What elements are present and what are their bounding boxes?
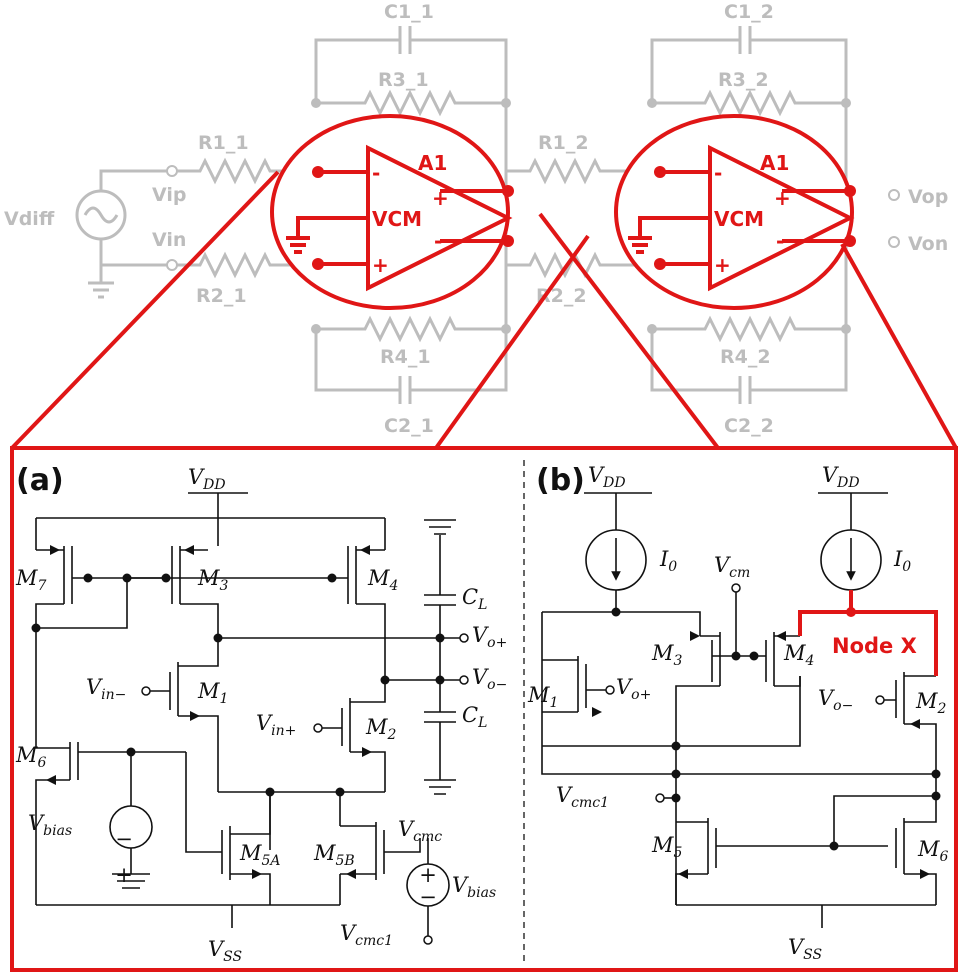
i0-left-label: I0 [659,547,677,575]
m1-label: M1 [197,679,228,707]
vin-plus-label: Vin+ [256,711,296,739]
vo-minus-label: Vo− [472,665,507,693]
a1-left-in-minus: - [372,161,380,185]
a1-left-name: A1 [418,151,447,175]
b-vcmc1-label: Vcmc1 [556,783,609,811]
vin-minus-label: Vin− [86,675,126,703]
panel-a-tag: (a) [16,463,64,498]
vbias-left-plus: + [115,863,133,887]
a1-right-out-minus: - [776,229,784,253]
m4-label: M4 [367,566,398,594]
r4-1-label: R4_1 [380,346,431,368]
cl-top-label: CL [462,585,487,613]
vdiff-label: Vdiff [4,208,55,230]
vcmc-label: Vcmc [398,817,442,845]
vbias-left-minus: − [115,827,133,851]
a1-right-name: A1 [760,151,789,175]
b-m1-label: M1 [527,683,558,711]
vip-label: Vip [152,184,186,206]
b-m3-label: M3 [651,641,683,669]
a-vdd-label: VDD [188,465,226,493]
panel-b-tag: (b) [536,463,585,498]
vbias-left-label: Vbias [28,811,72,839]
b-vss-label: VSS [788,935,822,963]
amplifier-a1-left: A1 VCM - + + - [270,114,514,310]
vcm-label: Vcm [714,553,750,581]
r1-2-label: R1_2 [538,132,589,154]
b-m5-label: M5 [651,833,683,861]
zoom-lines [10,170,958,450]
a-vss-label: VSS [208,937,242,965]
cl-bottom-label: CL [462,703,487,731]
node-x-label: Node X [832,634,917,658]
b-vdd-left-label: VDD [588,463,626,491]
r1-1-label: R1_1 [198,132,249,154]
b-m2-label: M2 [915,689,947,717]
a1-right-vcm: VCM [714,207,764,231]
c1-1-label: C1_1 [384,1,434,23]
m5a-label: M5A [239,841,281,869]
vin-label: Vin [152,229,186,251]
c2-2-label: C2_2 [724,415,774,437]
m6-label: M6 [15,743,47,771]
panel-b: (b) [527,463,949,963]
r2-1-label: R2_1 [196,285,247,307]
amplifier-a1-right: A1 VCM - + + - [614,114,856,310]
a1-right-out-plus: + [774,186,791,210]
vbias-right-plus: + [419,863,437,887]
vo-plus-label: Vo+ [472,623,507,651]
m2-label: M2 [365,715,397,743]
r4-2-label: R4_2 [720,346,771,368]
vop-label: Vop [908,186,948,208]
c1-2-label: C1_2 [724,1,774,23]
b-vo-minus-label: Vo− [818,686,853,714]
a1-right-in-minus: - [714,161,722,185]
panel-a: (a) [15,463,507,965]
vbias-right-label: Vbias [452,873,496,901]
a1-left-out-minus: - [434,229,442,253]
vbias-right-minus: − [419,885,437,909]
m5b-label: M5B [313,841,355,869]
m7-label: M7 [15,566,47,594]
b-vdd-right-label: VDD [822,463,860,491]
i0-right-label: I0 [893,547,911,575]
r3-2-label: R3_2 [718,69,769,91]
a1-right-in-plus: + [714,253,731,277]
m3-label: M3 [197,566,229,594]
a1-left-in-plus: + [372,253,389,277]
b-m4-label: M4 [783,641,814,669]
vcmc1-label: Vcmc1 [340,921,393,949]
c2-1-label: C2_1 [384,415,434,437]
a1-left-out-plus: + [432,186,449,210]
von-label: Von [908,233,948,255]
r3-1-label: R3_1 [378,69,429,91]
b-vo-plus-label: Vo+ [616,675,651,703]
a1-left-vcm: VCM [372,207,422,231]
b-m6-label: M6 [917,837,949,865]
